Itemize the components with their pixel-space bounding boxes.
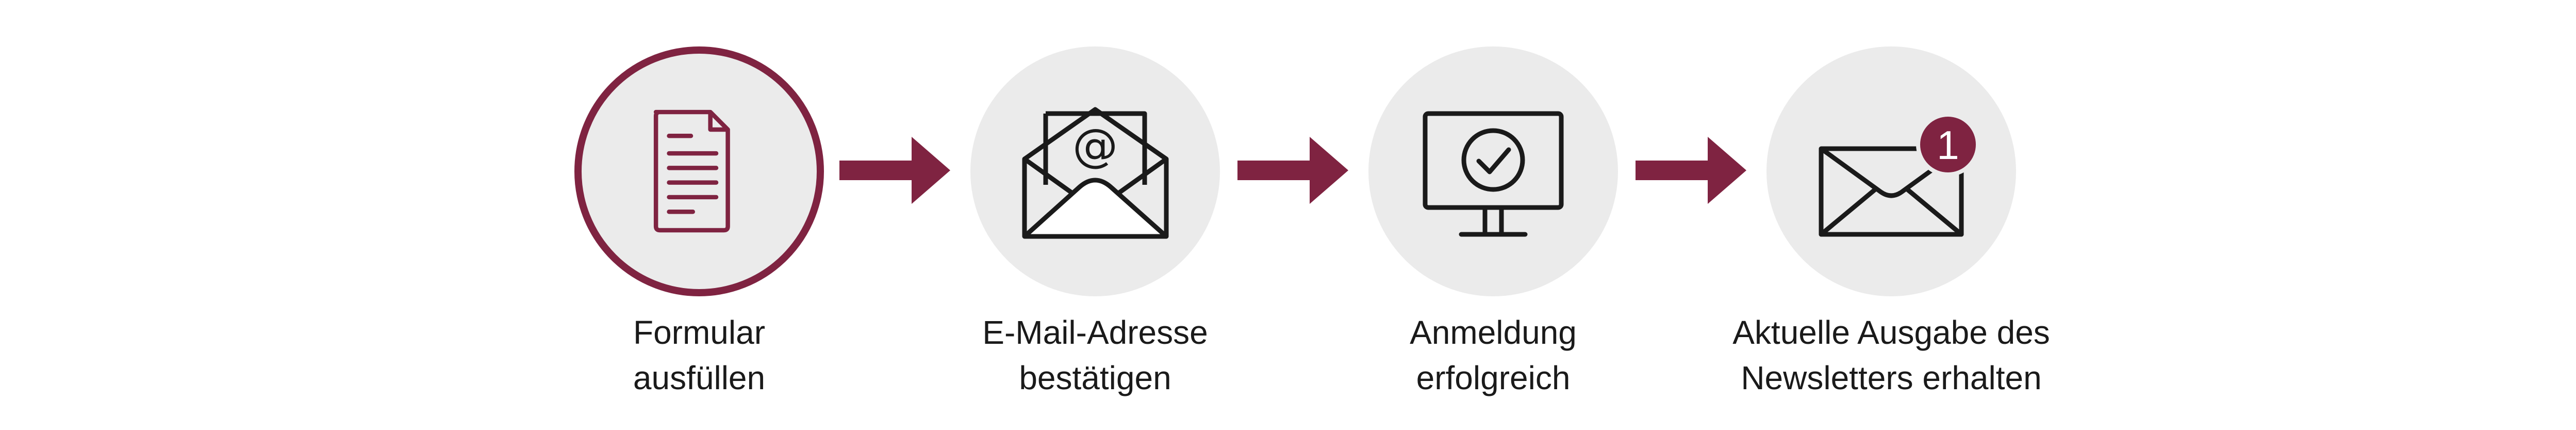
arrow-right-icon: [1636, 137, 1746, 204]
step-4-circle: 1: [1766, 46, 2016, 296]
step-2-circle: @: [970, 46, 1220, 296]
step-3-label-line-2: erfolgreich: [1416, 359, 1571, 396]
step-3-circle: [1368, 46, 1618, 296]
step-1-label-line-1: Formular: [633, 314, 766, 351]
arrow-right-icon: [1237, 137, 1348, 204]
step-2-label-line-1: E-Mail-Adresse: [982, 314, 1208, 351]
step-2-label: E-Mail-Adresse bestätigen: [899, 310, 1291, 401]
flow-arrow-1: [839, 137, 950, 204]
monitor-checkmark-icon: [1423, 111, 1564, 237]
notification-badge-count: 1: [1937, 122, 1959, 168]
at-sign: @: [1072, 119, 1118, 172]
notification-badge: [1916, 113, 1980, 177]
step-1-label: Formular ausfüllen: [503, 310, 895, 401]
step-4-label: Aktuelle Ausgabe des Newsletters erhalte…: [1695, 310, 2087, 401]
step-3-label: Anmeldung erfolgreich: [1297, 310, 1689, 401]
step-4-label-line-2: Newsletters erhalten: [1741, 359, 2042, 396]
document-icon: [653, 109, 730, 233]
step-1-label-line-2: ausfüllen: [633, 359, 766, 396]
flow-arrow-3: [1636, 137, 1746, 204]
open-envelope-at-icon: @: [1022, 107, 1169, 239]
arrow-right-icon: [839, 137, 950, 204]
flow-arrow-2: [1237, 137, 1348, 204]
step-3-label-line-1: Anmeldung: [1410, 314, 1577, 351]
step-4-label-line-1: Aktuelle Ausgabe des: [1732, 314, 2050, 351]
step-1-circle: [574, 46, 824, 296]
envelope-notification-icon: 1: [1819, 113, 1980, 237]
step-2-label-line-2: bestätigen: [1019, 359, 1171, 396]
